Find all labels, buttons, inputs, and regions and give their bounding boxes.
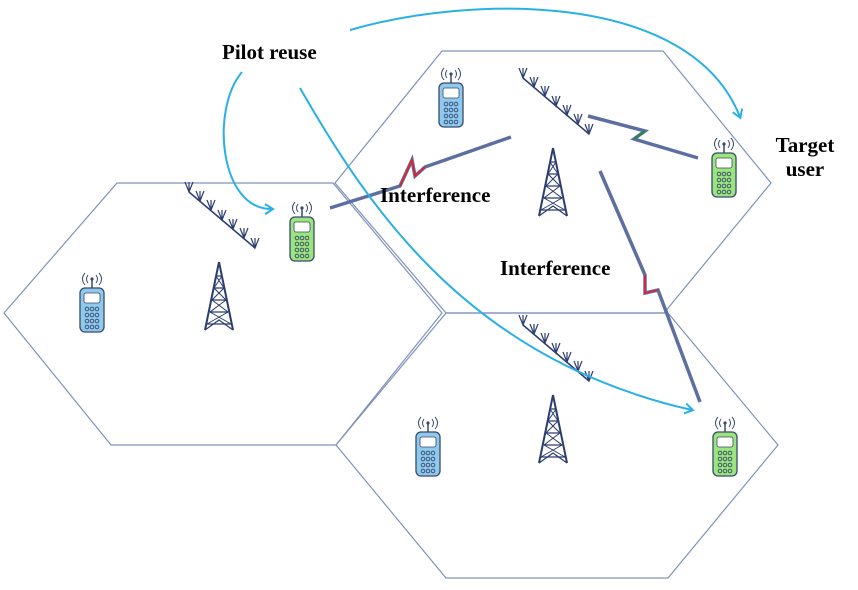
interference-bolt	[644, 275, 659, 295]
cell-tower-icon	[184, 181, 260, 331]
serving-bolt	[633, 130, 646, 140]
interference-bolt	[399, 157, 426, 187]
cell-tower-icon	[518, 314, 594, 464]
interference-link	[598, 170, 702, 403]
target-user-label-line2: user	[785, 157, 825, 181]
cell-tower-icon	[518, 67, 594, 217]
mobile-phone-icon	[289, 201, 315, 262]
mobile-phone-icon	[79, 272, 105, 333]
serving-link	[587, 114, 699, 160]
pilot-reuse-label: Pilot reuse	[222, 40, 317, 64]
interference-label: Interference	[500, 256, 611, 280]
mobile-phone-icon	[438, 67, 464, 128]
mobile-phone-icon	[712, 416, 738, 477]
pilot-reuse-arrow	[299, 87, 695, 415]
pilot-reuse-arrow	[222, 71, 275, 215]
target-user-label-line1: Target	[775, 133, 835, 157]
target-user-label: Target user	[765, 133, 845, 181]
mobile-phone-icon	[415, 416, 441, 477]
cell-left	[3, 182, 443, 446]
interference-label: Interference	[380, 183, 491, 207]
pilot-reuse-arrow	[349, 7, 744, 120]
mobile-phone-icon	[711, 137, 737, 198]
